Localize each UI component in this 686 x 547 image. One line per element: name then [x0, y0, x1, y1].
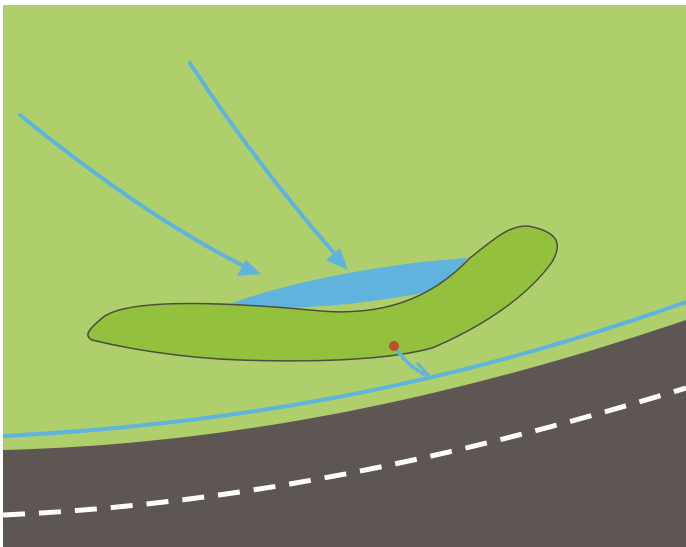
outlet-point — [389, 341, 399, 351]
